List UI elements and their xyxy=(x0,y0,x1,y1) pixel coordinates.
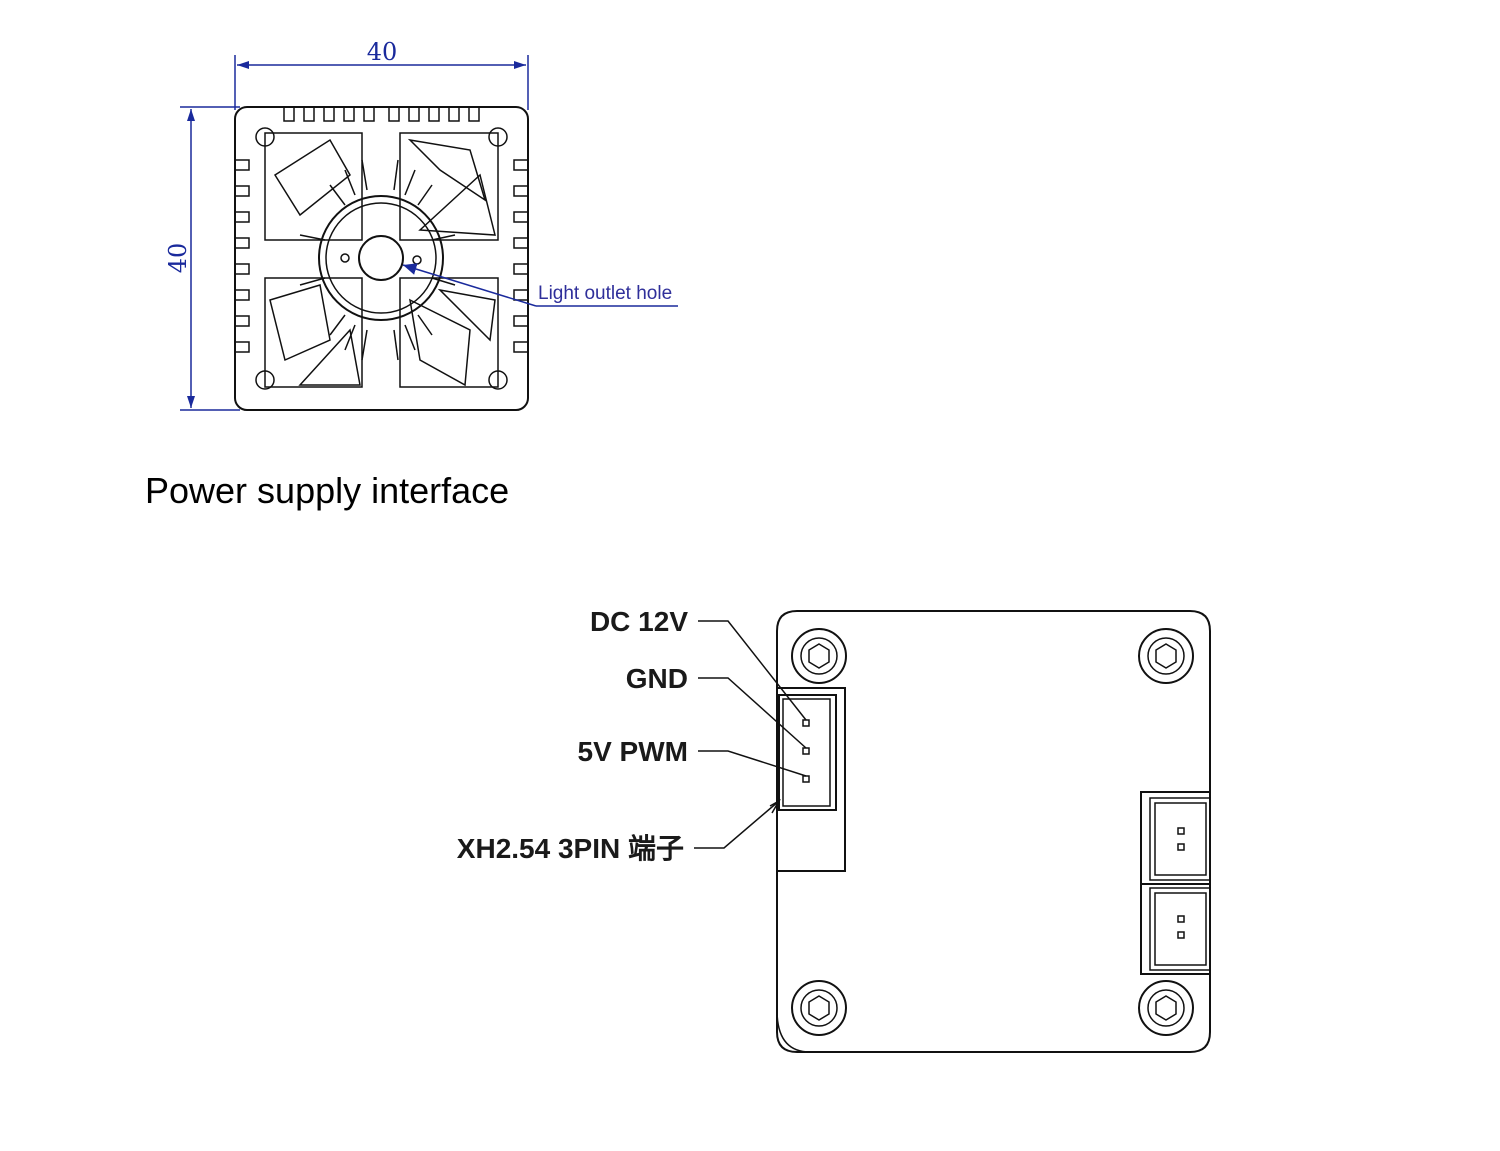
height-dimension-value: 40 xyxy=(164,243,192,274)
pin-leader-lines xyxy=(694,620,807,849)
light-outlet-callout: Light outlet hole xyxy=(402,263,678,307)
pin-2 xyxy=(802,747,810,755)
board-corner-detail xyxy=(776,1009,811,1053)
driver-board-view: DC 12V GND 5V PWM XH2.54 3PIN 端子 xyxy=(457,606,1211,1053)
xh254-3pin-connector xyxy=(776,687,846,872)
terminal-label: XH2.54 3PIN 端子 xyxy=(457,833,684,864)
radial-spokes xyxy=(299,159,456,361)
mounting-screw-bottom-left xyxy=(791,980,847,1036)
mounting-screw-top-right xyxy=(1138,628,1194,684)
light-outlet-hole xyxy=(358,235,404,281)
mounting-screw-top-left xyxy=(791,628,847,684)
light-outlet-label: Light outlet hole xyxy=(538,283,672,304)
heatsink-top-view: 40 40 xyxy=(164,38,678,411)
left-fins xyxy=(235,159,250,353)
board-outline xyxy=(776,610,1211,1053)
hub-inner-ring xyxy=(325,202,437,314)
pin-1 xyxy=(802,719,810,727)
right-connector-upper xyxy=(1140,791,1211,885)
top-fins xyxy=(283,107,480,122)
pin-label-dc12v: DC 12V xyxy=(590,606,688,637)
corner-holes xyxy=(255,127,508,390)
hub-pin-hole-left xyxy=(340,253,350,263)
heatsink-outline xyxy=(234,106,529,411)
pin-label-gnd: GND xyxy=(626,663,688,694)
section-title: Power supply interface xyxy=(145,470,509,511)
mounting-screw-bottom-right xyxy=(1138,980,1194,1036)
right-fins xyxy=(513,159,528,353)
width-dimension: 40 xyxy=(234,38,529,110)
height-dimension: 40 xyxy=(164,106,240,411)
width-dimension-value: 40 xyxy=(367,38,398,66)
hub-outer-ring xyxy=(318,195,444,321)
hub-pin-hole-right xyxy=(412,255,422,265)
fan-blades xyxy=(269,138,496,387)
right-connector-lower xyxy=(1140,883,1211,975)
fan-windows xyxy=(264,132,499,388)
pin-label-5v-pwm: 5V PWM xyxy=(578,736,688,767)
pin-3 xyxy=(802,775,810,783)
